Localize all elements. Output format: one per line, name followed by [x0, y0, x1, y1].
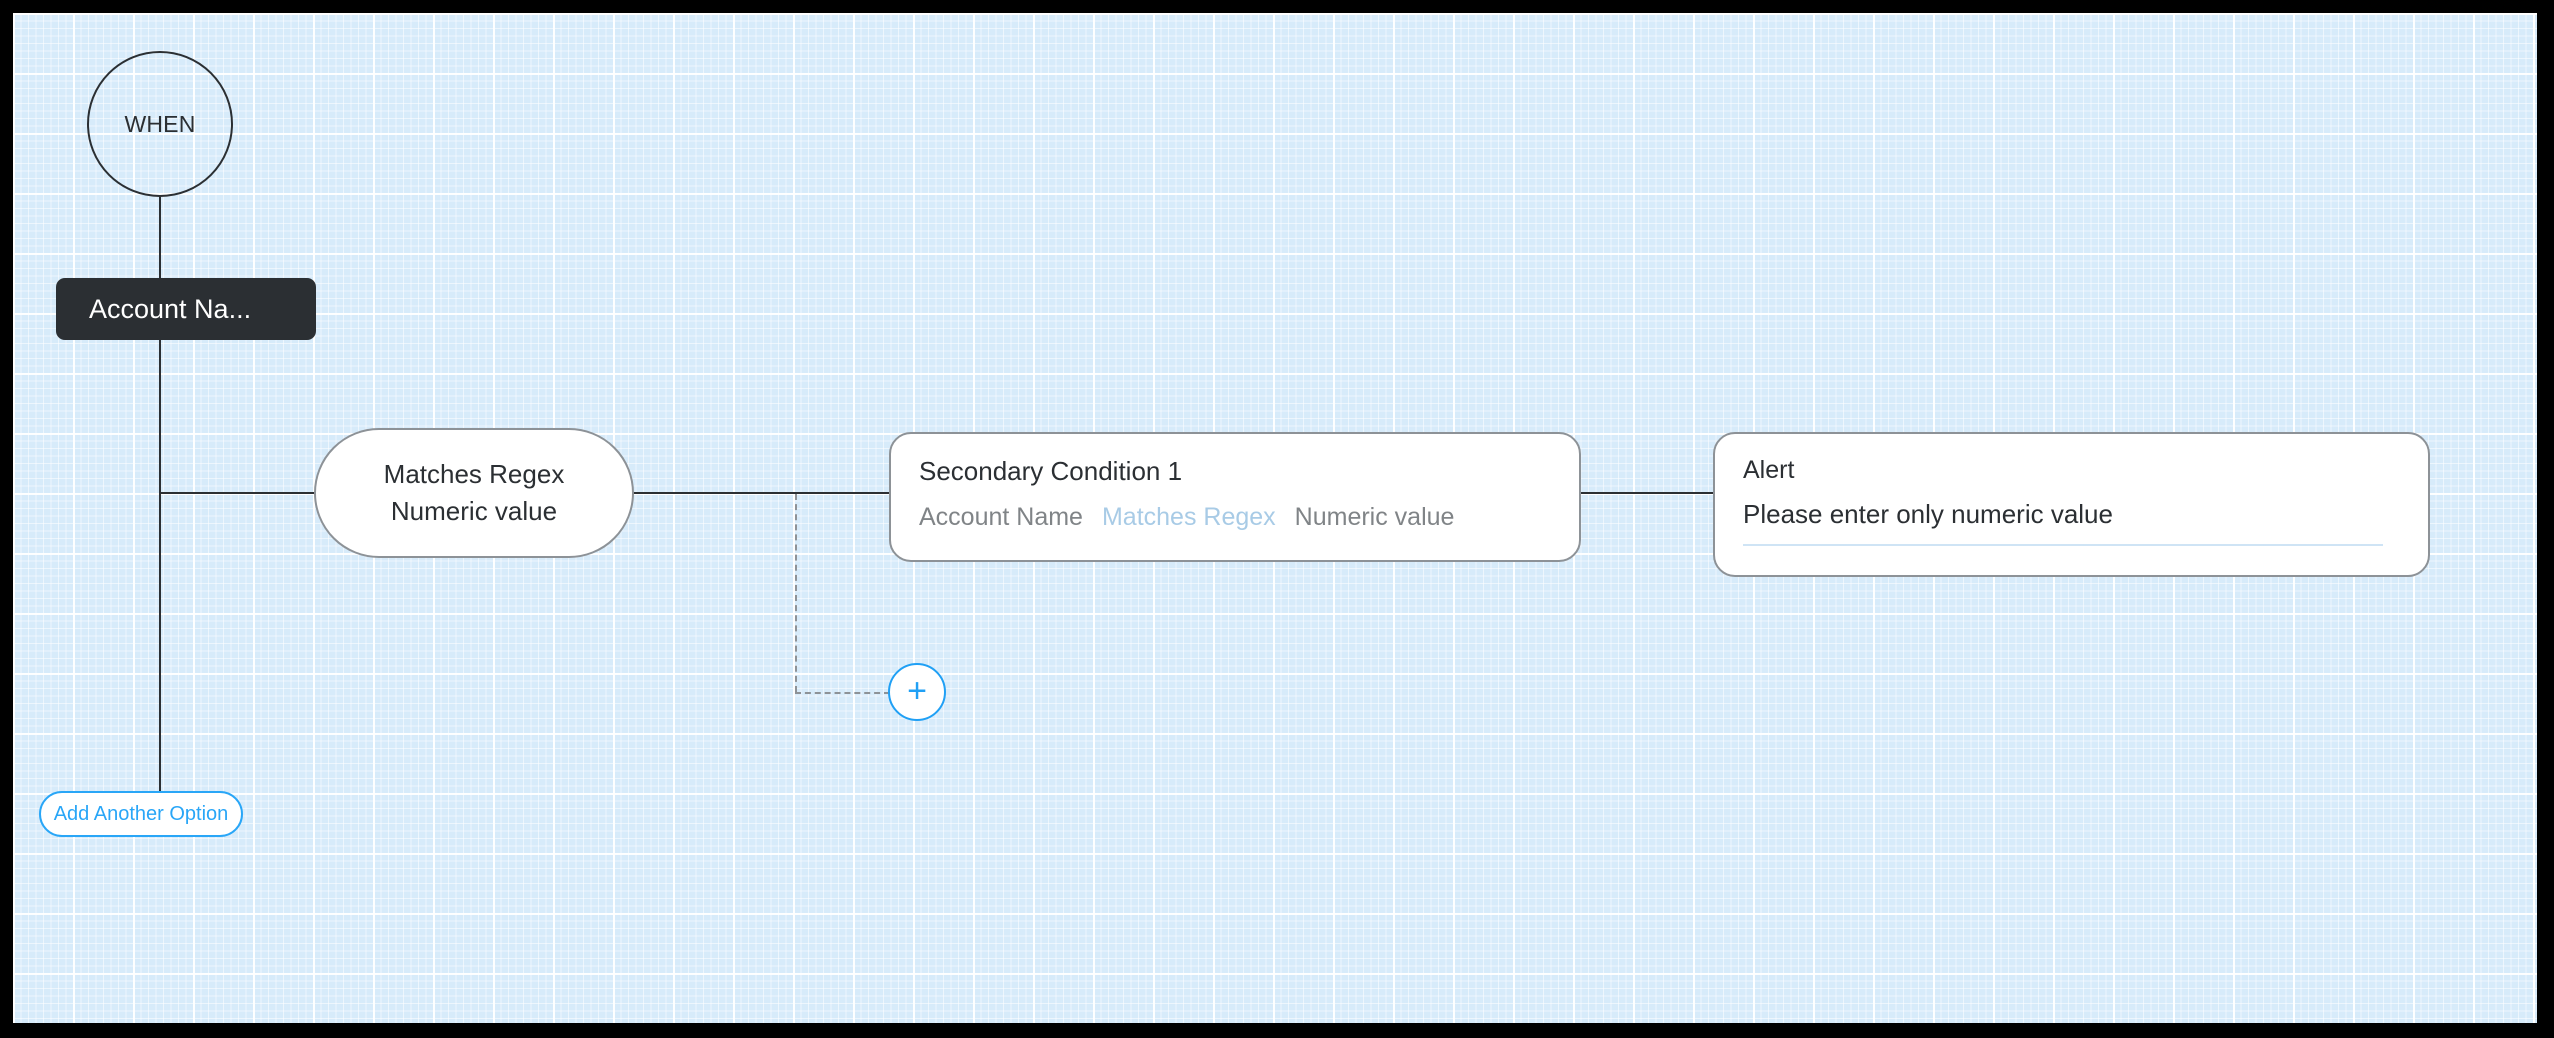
secondary-condition-operator: Matches Regex — [1101, 503, 1276, 531]
primary-condition-operator: Matches Regex — [383, 459, 565, 490]
connector-secondary-to-alert — [1579, 492, 1715, 494]
plus-icon: + — [907, 671, 927, 710]
trigger-when-label: WHEN — [124, 110, 196, 137]
alert-message-field[interactable]: Please enter only numeric value — [1743, 499, 2383, 546]
connector-branch-dashed-horizontal — [795, 692, 890, 694]
connector-trunk-to-operator — [159, 492, 316, 494]
add-branch-button[interactable]: + — [888, 663, 946, 721]
connector-branch-dashed-vertical — [795, 494, 797, 692]
add-another-option-button[interactable]: Add Another Option — [39, 791, 243, 837]
secondary-condition-field: Account Name — [919, 503, 1083, 531]
alert-node[interactable]: Alert Please enter only numeric value — [1713, 432, 2430, 577]
secondary-condition-summary: Account Name Matches Regex Numeric value — [919, 503, 1551, 532]
connector-operator-to-secondary — [632, 492, 891, 494]
alert-title: Alert — [1743, 456, 1795, 484]
primary-condition-value: Numeric value — [390, 496, 558, 526]
secondary-condition-value: Numeric value — [1294, 503, 1455, 531]
secondary-condition-node[interactable]: Secondary Condition 1 Account Name Match… — [889, 432, 1581, 562]
field-pill-label: Account Na... — [89, 293, 252, 324]
connector-trunk-vertical — [159, 340, 161, 791]
connector-when-to-field — [159, 197, 161, 278]
add-another-option-label: Add Another Option — [53, 802, 229, 825]
field-pill[interactable]: Account Na... — [56, 278, 316, 340]
trigger-when-node[interactable]: WHEN — [87, 51, 233, 197]
secondary-condition-title: Secondary Condition 1 — [919, 456, 1183, 486]
workflow-canvas[interactable]: WHEN Account Na... Matches Regex Numeric… — [13, 13, 2537, 1023]
primary-condition-node[interactable]: Matches Regex Numeric value — [314, 428, 634, 558]
